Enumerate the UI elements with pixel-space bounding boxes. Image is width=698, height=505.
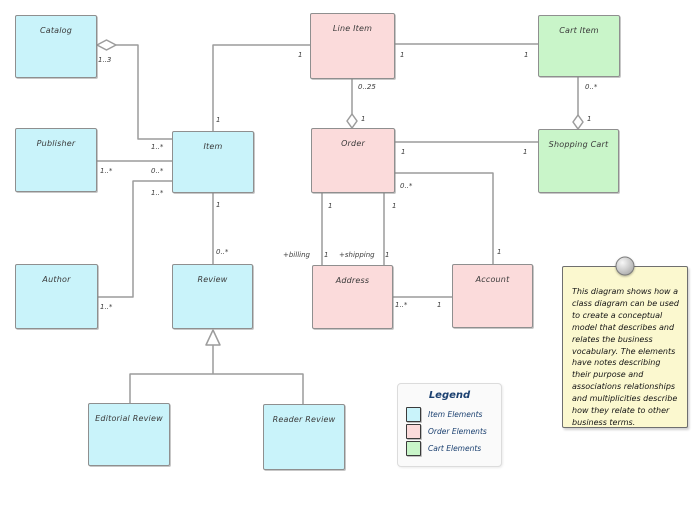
class-account[interactable]: Account xyxy=(452,264,533,328)
multiplicity-label: 1..* xyxy=(100,303,113,311)
edge-catalog-item[interactable] xyxy=(115,44,173,140)
multiplicity-label: 1 xyxy=(392,202,397,210)
legend-label: Cart Elements xyxy=(428,444,482,453)
generalization-arrow xyxy=(205,329,221,346)
class-name: Address xyxy=(335,276,370,285)
legend-title: Legend xyxy=(428,390,471,401)
multiplicity-label: 1 xyxy=(385,251,390,259)
multiplicity-label: 1 xyxy=(324,251,329,259)
note-text: This diagram shows how a class diagram c… xyxy=(572,287,679,427)
multiplicity-label: 1..* xyxy=(151,189,164,197)
multiplicity-label: 1..3 xyxy=(98,56,112,64)
class-editorial-review[interactable]: Editorial Review xyxy=(88,403,170,466)
multiplicity-label: 1 xyxy=(216,116,221,124)
legend[interactable]: Legend Item Elements Order Elements Cart… xyxy=(397,383,502,467)
aggregation-diamond-catalog xyxy=(96,39,117,51)
multiplicity-label: 0..25 xyxy=(358,83,376,91)
pin-icon xyxy=(615,256,635,276)
class-name: Shopping Cart xyxy=(548,140,609,149)
multiplicity-label: 1 xyxy=(328,202,333,210)
multiplicity-label: 0..* xyxy=(585,83,598,91)
class-name: Publisher xyxy=(36,139,76,148)
class-name: Editorial Review xyxy=(95,414,163,423)
multiplicity-label: 1..* xyxy=(395,301,408,309)
multiplicity-label: 1 xyxy=(497,248,502,256)
class-order[interactable]: Order xyxy=(311,128,395,193)
legend-label: Order Elements xyxy=(428,427,487,436)
legend-row: Item Elements xyxy=(406,406,501,423)
multiplicity-label: 1 xyxy=(523,148,528,156)
class-line-item[interactable]: Line Item xyxy=(310,13,395,79)
class-reader-review[interactable]: Reader Review xyxy=(263,404,345,470)
multiplicity-label: 0..* xyxy=(216,248,229,256)
multiplicity-label: 1 xyxy=(298,51,303,59)
edge-review-generalization[interactable] xyxy=(129,344,304,405)
legend-swatch-cart-icon xyxy=(406,441,421,456)
class-name: Cart Item xyxy=(559,26,599,35)
class-name: Catalog xyxy=(39,26,73,35)
multiplicity-label: 1 xyxy=(400,51,405,59)
multiplicity-label: 1 xyxy=(524,51,529,59)
class-name: Line Item xyxy=(332,24,373,33)
class-shopping-cart[interactable]: Shopping Cart xyxy=(538,129,619,193)
sticky-note[interactable]: This diagram shows how a class diagram c… xyxy=(562,256,688,428)
multiplicity-label: 1..* xyxy=(100,167,113,175)
multiplicity-label: 1..* xyxy=(151,143,164,151)
aggregation-diamond-order xyxy=(346,113,358,129)
class-name: Review xyxy=(197,275,228,284)
legend-row: Cart Elements xyxy=(406,440,501,457)
multiplicity-label: 1 xyxy=(216,201,221,209)
legend-swatch-order-icon xyxy=(406,424,421,439)
legend-swatch-item-icon xyxy=(406,407,421,422)
class-name: Order xyxy=(341,139,365,148)
class-review[interactable]: Review xyxy=(172,264,253,329)
class-publisher[interactable]: Publisher xyxy=(15,128,97,192)
class-author[interactable]: Author xyxy=(15,264,98,329)
legend-row: Order Elements xyxy=(406,423,501,440)
role-label-billing: +billing xyxy=(283,251,310,259)
class-name: Author xyxy=(42,275,71,284)
class-catalog[interactable]: Catalog xyxy=(15,15,97,78)
multiplicity-label: 1 xyxy=(437,301,442,309)
class-name: Account xyxy=(475,275,510,284)
multiplicity-label: 0..* xyxy=(400,182,413,190)
multiplicity-label: 1 xyxy=(361,115,366,123)
class-item[interactable]: Item xyxy=(172,131,254,193)
class-cart-item[interactable]: Cart Item xyxy=(538,15,620,77)
edge-order-account[interactable] xyxy=(394,172,494,265)
multiplicity-label: 1 xyxy=(587,115,592,123)
class-name: Item xyxy=(203,142,223,151)
legend-label: Item Elements xyxy=(428,410,483,419)
class-address[interactable]: Address xyxy=(312,265,393,329)
class-name: Reader Review xyxy=(272,415,336,424)
multiplicity-label: 0..* xyxy=(151,167,164,175)
aggregation-diamond-shopping-cart xyxy=(572,114,584,130)
edge-author-item[interactable] xyxy=(97,180,173,298)
edge-item-line-item[interactable] xyxy=(212,44,311,132)
multiplicity-label: 1 xyxy=(401,148,406,156)
role-label-shipping: +shipping xyxy=(339,251,375,259)
